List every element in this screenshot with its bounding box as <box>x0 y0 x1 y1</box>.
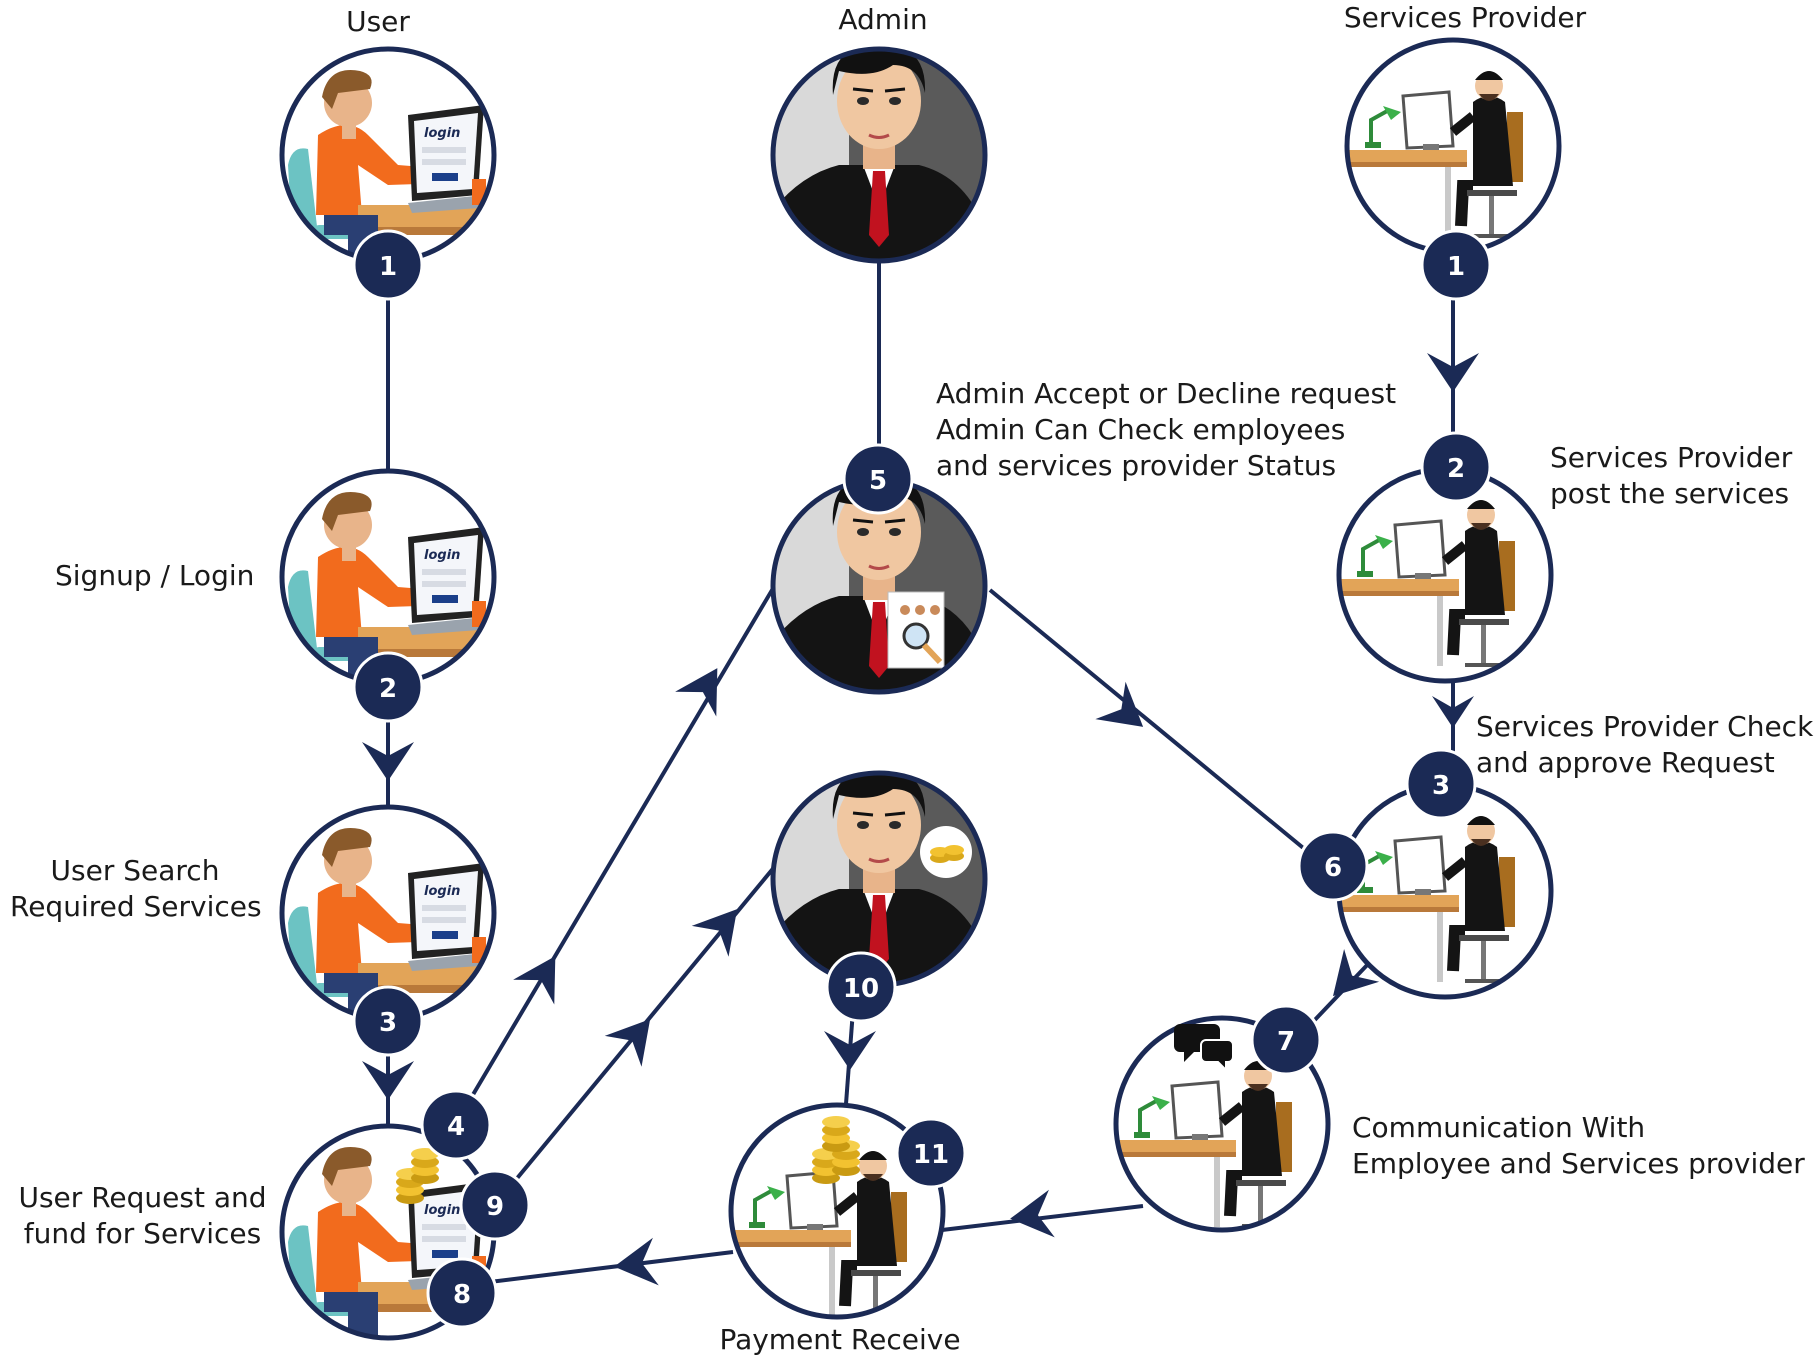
step-label-comm-line-2: Employee and Services provider <box>1352 1147 1805 1180</box>
step-label-search-line-2: Required Services <box>10 890 262 923</box>
admin-node-funds <box>770 770 988 988</box>
line-payment-to-user <box>464 1250 734 1287</box>
step-label-admin-line-3: and services provider Status <box>936 449 1337 482</box>
arrow-up-right-icon <box>513 956 556 1005</box>
document-magnifier-icon <box>887 591 945 669</box>
step-label-communication: Communication With Employee and Services… <box>1352 1110 1805 1182</box>
step-label-request-line-1: User Request and <box>18 1181 267 1214</box>
step-badge-payment-11: 11 <box>895 1117 967 1189</box>
gold-coins-icon <box>822 1116 850 1152</box>
arrow-down-right-icon <box>1095 681 1144 727</box>
svg-text:6: 6 <box>1324 853 1342 883</box>
step-label-admin-line-1: Admin Accept or Decline request <box>936 377 1397 410</box>
step-label-payment: Payment Receive <box>719 1323 961 1356</box>
step-label-comm-line-1: Communication With <box>1352 1111 1646 1144</box>
arrowheads <box>362 353 1479 1286</box>
step-label-admin-line-2: Admin Can Check employees <box>936 413 1346 446</box>
svg-text:1: 1 <box>1447 252 1465 282</box>
step-label-request: User Request and fund for Services <box>15 1180 270 1252</box>
step-badge-user-9: 9 <box>459 1169 531 1241</box>
arrow-down-left-icon <box>1332 949 1380 997</box>
provider-node-start <box>1344 37 1562 255</box>
arrow-up-right-icon <box>604 1019 651 1067</box>
step-label-provider-post: Services Provider post the services <box>1550 440 1792 512</box>
step-label-check-line-2: and approve Request <box>1476 746 1775 779</box>
step-badge-admin-10: 10 <box>825 951 897 1023</box>
step-badge-user-1: 1 <box>352 229 424 301</box>
step-label-post-line-2: post the services <box>1550 477 1790 510</box>
step-badge-user-3: 3 <box>352 985 424 1057</box>
chat-bubbles-icon <box>1174 1024 1234 1073</box>
svg-text:3: 3 <box>379 1008 397 1038</box>
arrow-left-icon <box>1010 1189 1055 1238</box>
svg-text:4: 4 <box>447 1112 465 1142</box>
step-badge-provider-1: 1 <box>1420 229 1492 301</box>
line-request-to-admin <box>453 578 780 1127</box>
svg-text:8: 8 <box>453 1280 471 1310</box>
arrow-up-right-icon <box>675 668 718 717</box>
step-badge-user-2: 2 <box>352 651 424 723</box>
step-label-check-line-1: Services Provider Check <box>1476 710 1814 743</box>
svg-text:11: 11 <box>913 1140 949 1170</box>
step-label-admin-accept: Admin Accept or Decline request Admin Ca… <box>936 376 1396 484</box>
arrow-down-icon <box>1432 696 1474 728</box>
step-badge-provider-6: 6 <box>1297 830 1369 902</box>
step-badge-user-8: 8 <box>426 1257 498 1329</box>
step-badge-provider-2: 2 <box>1420 431 1492 503</box>
arrow-up-right-icon <box>691 909 738 957</box>
line-communication-to-payment <box>941 1204 1144 1232</box>
step-badge-admin-5: 5 <box>842 443 914 515</box>
arrow-down-icon <box>362 742 414 781</box>
arrow-down-icon <box>362 1061 414 1100</box>
arrow-down-icon <box>824 1031 876 1070</box>
step-label-post-line-1: Services Provider <box>1550 441 1793 474</box>
step-label-provider-check: Services Provider Check and approve Requ… <box>1476 709 1813 781</box>
svg-text:2: 2 <box>1447 454 1465 484</box>
line-admin-to-provider <box>988 588 1332 872</box>
step-badge-communication-7: 7 <box>1250 1004 1322 1076</box>
svg-text:1: 1 <box>379 252 397 282</box>
column-title-admin: Admin <box>838 3 928 36</box>
svg-text:3: 3 <box>1432 771 1450 801</box>
admin-node-top <box>770 46 988 264</box>
step-label-search-line-1: User Search <box>50 854 220 887</box>
svg-text:9: 9 <box>486 1192 504 1222</box>
step-label-search: User Search Required Services <box>10 853 262 925</box>
arrow-down-icon <box>1427 353 1479 392</box>
column-title-user: User <box>346 5 410 38</box>
step-label-signup: Signup / Login <box>55 559 255 592</box>
svg-text:7: 7 <box>1277 1027 1295 1057</box>
svg-text:2: 2 <box>379 674 397 704</box>
column-title-provider: Services Provider <box>1343 1 1587 34</box>
svg-text:10: 10 <box>843 974 879 1004</box>
svg-text:5: 5 <box>869 466 887 496</box>
step-badge-user-4: 4 <box>420 1089 492 1161</box>
step-badge-provider-3: 3 <box>1405 748 1477 820</box>
arrow-left-icon <box>614 1237 659 1286</box>
gold-coins-icon <box>930 845 964 863</box>
step-badges: 1 2 3 4 9 8 5 10 11 1 2 3 6 7 <box>352 229 1492 1329</box>
communication-node <box>1113 1015 1331 1233</box>
payment-node <box>728 1102 946 1320</box>
step-label-request-line-2: fund for Services <box>23 1217 262 1250</box>
